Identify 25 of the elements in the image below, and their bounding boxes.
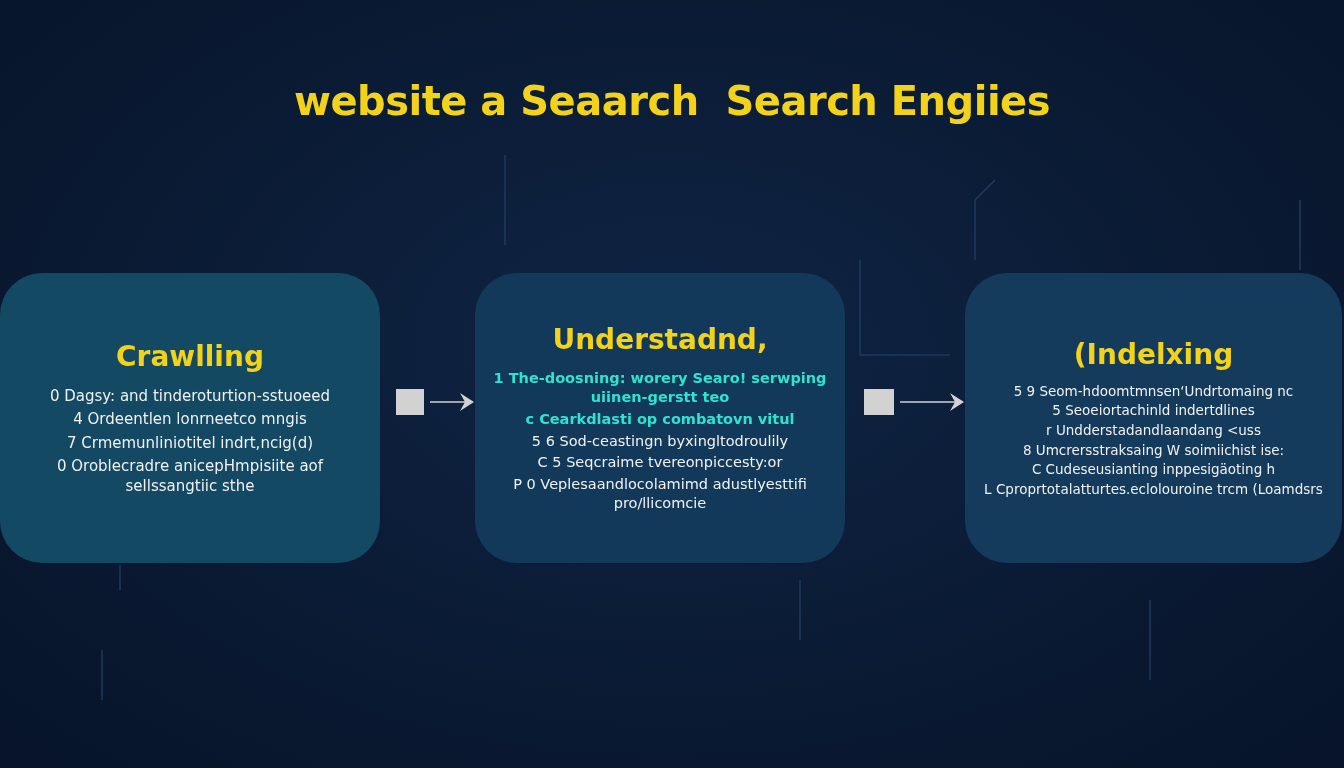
arrow [899, 393, 964, 411]
step-card [965, 273, 1342, 563]
step-card [0, 273, 380, 563]
card-text: 4 Ordeentlen lonrneetco mngis [73, 410, 307, 430]
card-text: 0 Dagsy: and tinderoturtion-sstuoeed [49, 386, 331, 407]
card-text: P 0 Veplesaandlocolamimd adustlyesttifi pro/llicomcie [512, 475, 808, 513]
card-text: C 5 Seqcraime tvereonpiccesty:or [537, 453, 783, 473]
step-card [475, 273, 845, 563]
diagram-title: website a Seaarch Search Engiies [292, 78, 1052, 124]
card-text: 0 Oroblecradre anicepHmpisiite aof sellssangtiic sthe [55, 457, 325, 497]
card-text: 5 9 Seom-hdoomtmnsen‘Undrtomaing nc [1013, 382, 1294, 401]
card-text: C Cudeseusianting inppesigäoting h [1031, 461, 1276, 479]
card-text: L Cproprtotalatturtes.eclolouroine trcm (Loamdsrs [984, 480, 1323, 499]
card-heading: (Indelxing [1073, 337, 1234, 371]
card-text: 5 6 Sod-ceastingn byxingltodroulily [531, 431, 789, 451]
card-text: 5 Seoeiortachinld indertdlines [1052, 402, 1255, 420]
card-text: 8 Umcrersstraksaing W soimiichist ise: [1022, 441, 1285, 460]
card-heading: Crawlling [116, 339, 264, 373]
arrow [429, 393, 474, 411]
card-text: 7 Crmemunliniotitel indrt,ncig(d) [66, 433, 314, 454]
square-marker [864, 389, 894, 415]
card-heading: Understadnd, [552, 323, 768, 357]
square-marker [396, 389, 424, 415]
card-text: c Cearkdlasti op combatovn vitul [525, 409, 795, 429]
card-text: r Undderstadandlaandang <uss [1046, 421, 1261, 440]
